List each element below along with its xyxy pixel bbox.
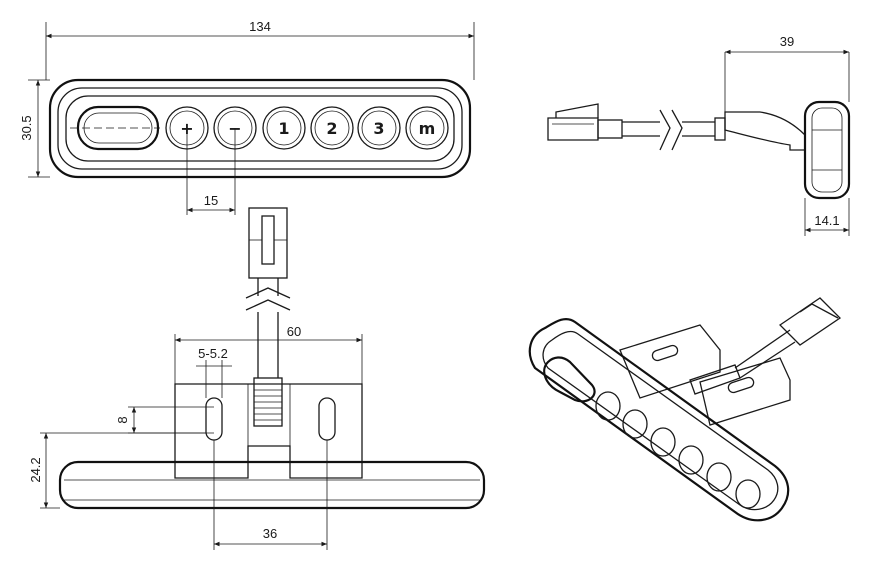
bottom-break-a bbox=[245, 287, 291, 299]
memory-button: m bbox=[405, 106, 449, 150]
preset-2-button: 2 bbox=[310, 106, 354, 150]
iso-button-4 bbox=[678, 445, 704, 475]
preset-1-label: 1 bbox=[278, 119, 289, 138]
cable-break-a bbox=[659, 109, 671, 151]
front-buttons: + − 1 2 3 bbox=[165, 106, 449, 150]
side-bracket bbox=[724, 111, 806, 151]
plug-body bbox=[547, 117, 599, 141]
mounting-slot-left bbox=[205, 397, 223, 441]
preset-1-button: 1 bbox=[262, 106, 306, 150]
iso-bracket-lower bbox=[699, 357, 791, 426]
front-panel bbox=[65, 95, 455, 162]
dim-slot-length: 8 bbox=[115, 416, 130, 423]
iso-button-2 bbox=[622, 409, 648, 439]
dim-bottom-height: 24.2 bbox=[28, 457, 43, 482]
bottom-view: 60 5-5.2 8 24.2 36 bbox=[28, 207, 486, 550]
dim-button-pitch: 15 bbox=[204, 193, 218, 208]
bracket-plate bbox=[174, 383, 363, 479]
side-body bbox=[803, 100, 851, 200]
iso-button-3 bbox=[650, 427, 676, 457]
bottom-break-b bbox=[245, 299, 291, 311]
memory-button-label: m bbox=[419, 119, 436, 138]
side-body-inner bbox=[811, 107, 843, 193]
dim-side-depth: 39 bbox=[780, 34, 794, 49]
plug-latch bbox=[555, 103, 599, 118]
iso-bracket-upper bbox=[619, 324, 721, 399]
bottom-body bbox=[58, 460, 486, 510]
dim-slot-width: 5-5.2 bbox=[198, 346, 228, 361]
iso-display-window bbox=[543, 356, 596, 403]
mounting-slot-right bbox=[318, 397, 336, 441]
iso-plug-latch bbox=[799, 303, 839, 319]
iso-button-1 bbox=[595, 391, 621, 421]
iso-slot-lower bbox=[727, 376, 755, 394]
isometric-view bbox=[528, 297, 842, 522]
front-view: + − 1 2 3 bbox=[19, 19, 475, 215]
front-body-outer bbox=[48, 78, 472, 179]
dim-slot-spacing: 36 bbox=[263, 526, 277, 541]
dim-width-total: 134 bbox=[249, 19, 271, 34]
iso-button-6 bbox=[735, 479, 761, 509]
strain-relief bbox=[253, 377, 283, 427]
bottom-plug-body bbox=[248, 207, 288, 279]
side-view: 39 14.1 bbox=[547, 34, 851, 236]
iso-cable-b bbox=[739, 341, 796, 379]
dim-height-front: 30.5 bbox=[19, 115, 34, 140]
dim-side-thickness: 14.1 bbox=[814, 213, 839, 228]
iso-body-inner bbox=[542, 330, 779, 511]
iso-body-outer bbox=[528, 318, 790, 522]
preset-3-button: 3 bbox=[357, 106, 401, 150]
preset-2-label: 2 bbox=[326, 119, 337, 138]
preset-3-label: 3 bbox=[373, 119, 384, 138]
plug-boot bbox=[597, 119, 623, 139]
cable-break-b bbox=[671, 109, 683, 151]
iso-cable-a bbox=[734, 329, 791, 369]
iso-slot-upper bbox=[651, 344, 679, 362]
front-body-inner bbox=[57, 87, 463, 170]
dim-bracket-width: 60 bbox=[287, 324, 301, 339]
iso-button-5 bbox=[706, 462, 732, 492]
bottom-plug-latch bbox=[261, 215, 275, 265]
cable-ferrule bbox=[714, 117, 726, 141]
